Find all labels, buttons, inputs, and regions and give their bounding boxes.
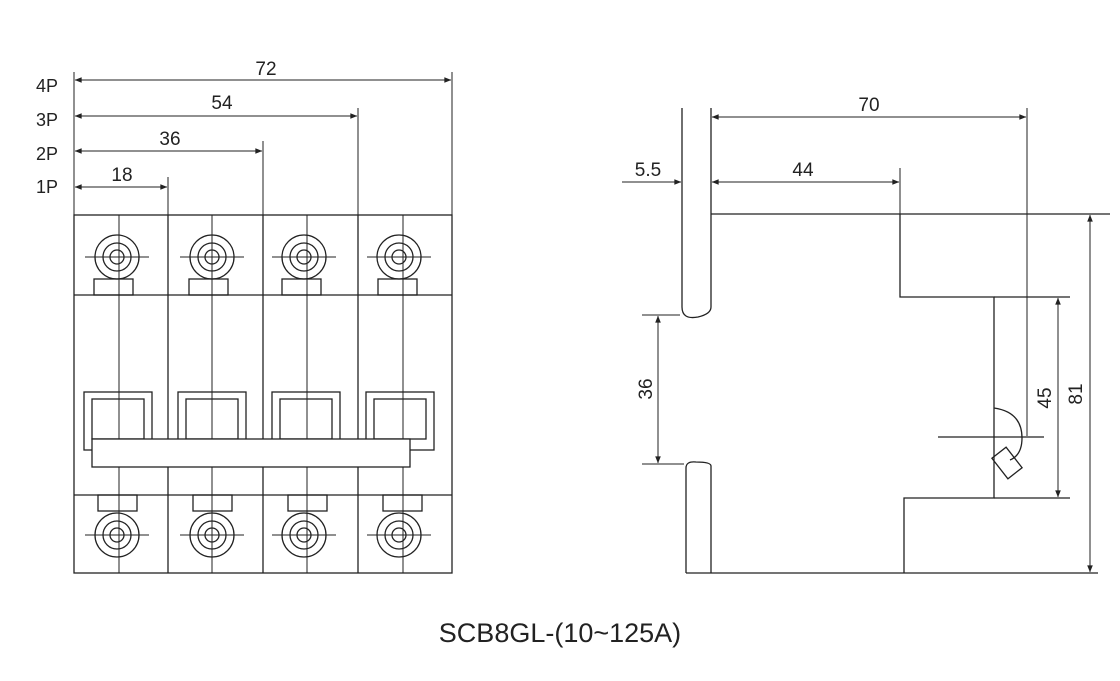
din-rail-lower: [685, 461, 712, 573]
top-terminal-screw-icon: [367, 234, 431, 296]
dimension-36-vertical-label: 36: [636, 378, 657, 399]
top-terminal-screw-icon: [85, 234, 149, 296]
bottom-terminal-screw-icon: [272, 494, 336, 558]
pole-2: [177, 215, 247, 573]
bottom-terminal-screw-icon: [180, 494, 244, 558]
bottom-terminal-screw-icon: [85, 494, 149, 558]
front-view: 4P 3P 2P 1P 72 54 36 18: [36, 59, 453, 574]
top-terminal-screw-icon: [180, 234, 244, 296]
top-terminal-screw-icon: [272, 234, 336, 296]
pole-label-1p: 1P: [36, 177, 58, 197]
dimension-72-label: 72: [255, 59, 276, 80]
model-caption: SCB8GL-(10~125A): [438, 618, 682, 648]
handle-tie-bar: [91, 438, 411, 468]
dimension-54-label: 54: [211, 93, 233, 114]
dimension-44-label: 44: [792, 160, 814, 181]
bottom-terminal-screw-icon: [367, 494, 431, 558]
side-view: 70 5.5 44 36 45 81: [622, 95, 1110, 574]
dimension-45-label: 45: [1035, 387, 1056, 408]
pole-label-2p: 2P: [36, 144, 58, 164]
pole-label-3p: 3P: [36, 110, 58, 130]
dimension-70-label: 70: [858, 95, 879, 116]
body-front-step: [899, 214, 995, 573]
pole-1: [83, 215, 153, 573]
toggle-lever-icon: [938, 407, 1044, 480]
din-rail-upper: [681, 108, 712, 319]
dimension-5-5-label: 5.5: [635, 160, 661, 181]
dimension-36-label: 36: [159, 129, 180, 150]
pole-label-4p: 4P: [36, 76, 58, 96]
pole-3: [271, 215, 341, 573]
pole-4: [365, 215, 435, 573]
dimension-81-label: 81: [1066, 383, 1087, 404]
dimension-18-label: 18: [111, 165, 132, 186]
